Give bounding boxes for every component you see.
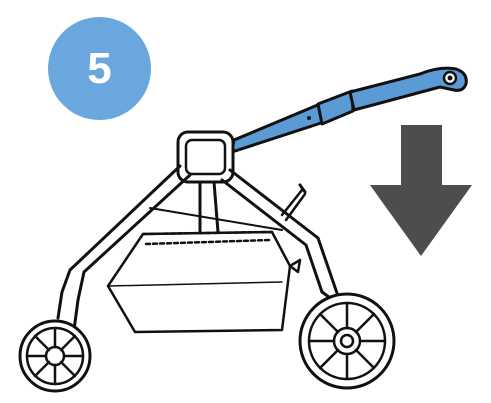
stroller-basket bbox=[108, 232, 300, 332]
fold-down-arrow-icon bbox=[370, 125, 472, 256]
stroller-front-wheel bbox=[20, 292, 90, 391]
stroller-rear-wheel bbox=[300, 292, 394, 388]
stroller-illustration bbox=[20, 68, 466, 391]
